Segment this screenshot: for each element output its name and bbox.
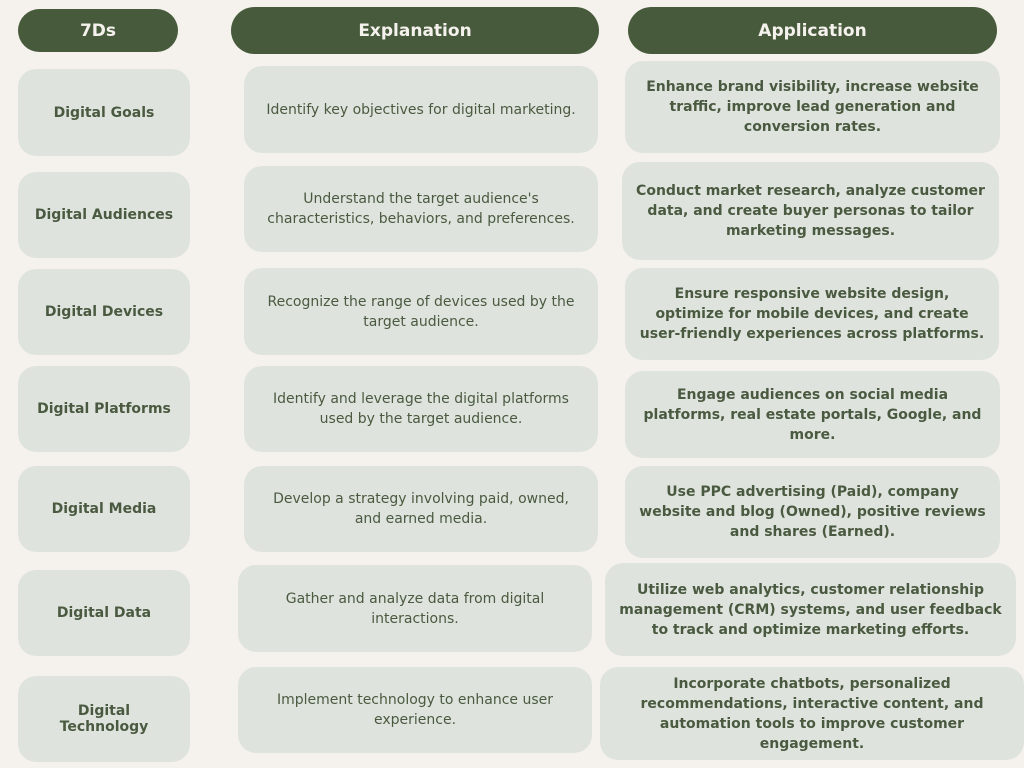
- explanation-cell: Develop a strategy involving paid, owned…: [244, 466, 598, 552]
- row-label: Digital Platforms: [18, 366, 190, 452]
- row-label: Digital Devices: [18, 269, 190, 355]
- header-explanation: Explanation: [231, 7, 599, 54]
- row-label: Digital Media: [18, 466, 190, 552]
- row-label: Digital Data: [18, 570, 190, 656]
- explanation-cell: Identify and leverage the digital platfo…: [244, 366, 598, 452]
- row-label: Digital Audiences: [18, 172, 190, 258]
- application-cell: Incorporate chatbots, personalized recom…: [600, 667, 1024, 760]
- row-label: Digital Technology: [18, 676, 190, 762]
- explanation-cell: Identify key objectives for digital mark…: [244, 66, 598, 153]
- row-label: Digital Goals: [18, 69, 190, 156]
- application-cell: Conduct market research, analyze custome…: [622, 162, 999, 260]
- explanation-cell: Understand the target audience's charact…: [244, 166, 598, 252]
- application-cell: Utilize web analytics, customer relation…: [605, 563, 1016, 656]
- application-cell: Engage audiences on social media platfor…: [625, 371, 1000, 458]
- explanation-cell: Recognize the range of devices used by t…: [244, 268, 598, 355]
- explanation-cell: Implement technology to enhance user exp…: [238, 667, 592, 753]
- header-application: Application: [628, 7, 997, 54]
- application-cell: Enhance brand visibility, increase websi…: [625, 61, 1000, 153]
- explanation-cell: Gather and analyze data from digital int…: [238, 565, 592, 652]
- header-7ds: 7Ds: [18, 9, 178, 52]
- application-cell: Ensure responsive website design, optimi…: [625, 268, 999, 360]
- application-cell: Use PPC advertising (Paid), company webs…: [625, 466, 1000, 558]
